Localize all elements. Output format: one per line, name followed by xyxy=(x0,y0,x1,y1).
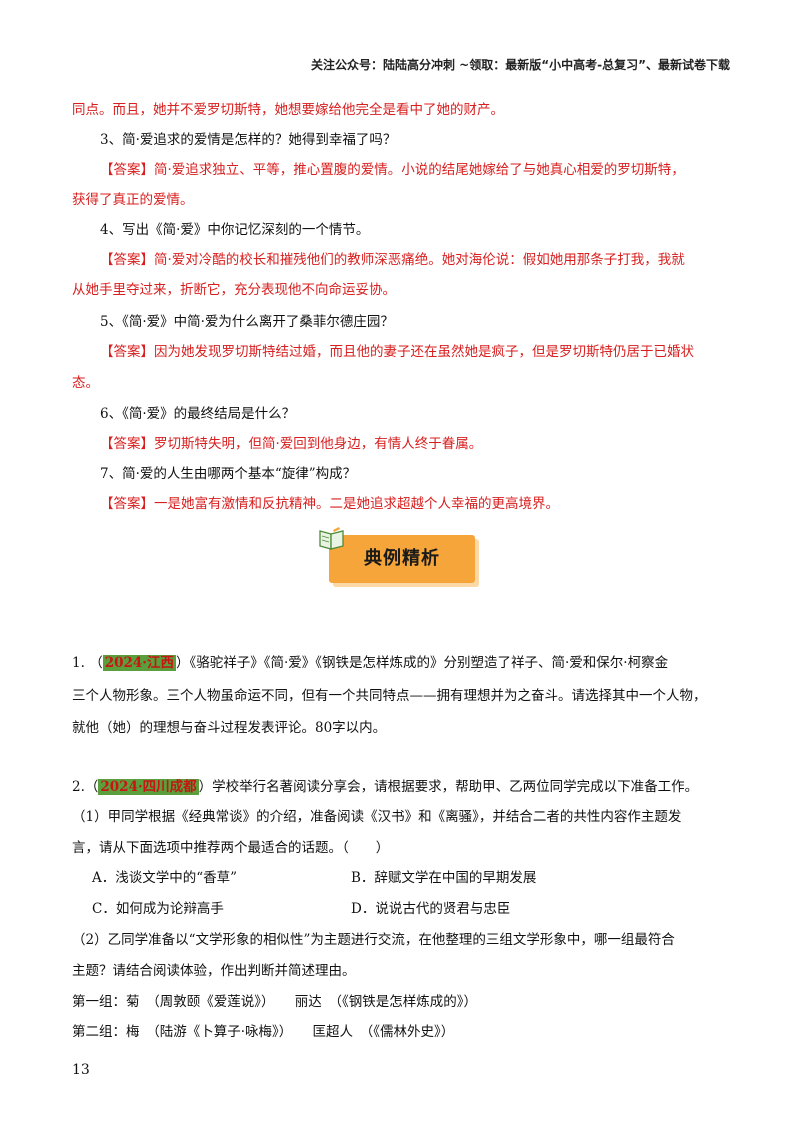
banner-title: 典例精析 xyxy=(364,548,440,569)
answer-5-line-1: 【答案】因为她发现罗切斯特结过婚，而且他的妻子还在虽然她是疯子，但是罗切斯特仍居… xyxy=(100,344,694,360)
source-tag: 2024·江西 xyxy=(102,655,176,671)
option-a: A．浅谈文学中的“香草” xyxy=(92,870,238,886)
example-2-part-1-line-2: 言，请从下面选项中推荐两个最适合的话题。（ ） xyxy=(72,840,390,856)
book-icon xyxy=(319,527,344,550)
option-d: D．说说古代的贤君与忠臣 xyxy=(351,901,511,917)
answer-6: 【答案】罗切斯特失明，但简·爱回到他身边，有情人终于眷属。 xyxy=(100,436,483,452)
question-6: 6、《简·爱》的最终结局是什么？ xyxy=(100,406,296,422)
example-2-line-1: 2.（2024·四川成都）学校举行名著阅读分享会，请根据要求，帮助甲、乙两位同学… xyxy=(72,775,698,795)
option-b: B．辞赋文学在中国的早期发展 xyxy=(351,870,537,886)
example-1-line-2: 三个人物形象。三个人物虽命运不同，但有一个共同特点——拥有理想并为之奋斗。请选择… xyxy=(72,688,707,704)
example-1-line-3: 就他（她）的理想与奋斗过程发表评论。80字以内。 xyxy=(72,720,387,736)
example-1-line-1: 1. （2024·江西）《骆驼祥子》《简·爱》《钢铁是怎样炼成的》分别塑造了祥子… xyxy=(72,651,668,671)
question-3: 3、简·爱追求的爱情是怎样的？她得到幸福了吗？ xyxy=(100,132,397,148)
option-c: C．如何成为论辩高手 xyxy=(92,901,224,917)
source-tag: 2024·四川成都 xyxy=(98,779,199,795)
answer-7: 【答案】一是她富有激情和反抗精神。二是她追求超越个人幸福的更高境界。 xyxy=(100,496,559,512)
question-5: 5、《简·爱》中简·爱为什么离开了桑菲尔德庄园？ xyxy=(100,314,394,330)
example-1-number: 1. xyxy=(72,655,85,671)
question-4: 4、写出《简·爱》中你记忆深刻的一个情节。 xyxy=(100,222,370,238)
group-2: 第二组：梅 （陆游《卜算子·咏梅》） 匡超人 （《儒林外史》） xyxy=(72,1024,455,1040)
question-7: 7、简·爱的人生由哪两个基本“旋律”构成？ xyxy=(100,466,357,482)
page-header: 关注公众号：陆陆高分冲刺 ~领取：最新版“小中高考-总复习”、最新试卷下载 xyxy=(311,58,730,72)
paren-close: ） xyxy=(198,779,213,795)
paren-close: ） xyxy=(175,655,190,671)
answer-4-line-2: 从她手里夺过来，折断它，充分表现他不向命运妥协。 xyxy=(72,282,396,298)
group-1: 第一组：菊 （周敦颐《爱莲说》） 丽达 （《钢铁是怎样炼成的》） xyxy=(72,994,477,1010)
answer-4-line-1: 【答案】简·爱对冷酷的校长和摧残他们的教师深恶痛绝。她对海伦说：假如她用那条子打… xyxy=(100,252,685,268)
answer-3-line-1: 【答案】简·爱追求独立、平等，推心置腹的爱情。小说的结尾她嫁给了与她真心相爱的罗… xyxy=(100,162,685,178)
section-banner: 典例精析 xyxy=(317,525,479,587)
answer-5-line-2: 态。 xyxy=(72,375,99,391)
example-2-part-2-line-2: 主题？请结合阅读体验，作出判断并简述理由。 xyxy=(72,963,356,979)
answer-3-line-2: 获得了真正的爱情。 xyxy=(72,192,194,208)
example-2-text: 学校举行名著阅读分享会，请根据要求，帮助甲、乙两位同学完成以下准备工作。 xyxy=(212,779,699,795)
page-number: 13 xyxy=(72,1062,90,1078)
example-2-part-2-line-1: （2）乙同学准备以“文学形象的相似性”为主题进行交流，在他整理的三组文学形象中，… xyxy=(72,932,675,948)
paren-open: （ xyxy=(89,655,103,671)
example-2-part-1-line-1: （1）甲同学根据《经典常谈》的介绍，准备阅读《汉书》和《离骚》，并结合二者的共性… xyxy=(72,809,682,825)
example-1-text: 《骆驼祥子》《简·爱》《钢铁是怎样炼成的》分别塑造了祥子、简·爱和保尔·柯察金 xyxy=(189,655,669,671)
answer-continuation: 同点。而且，她并不爱罗切斯特，她想要嫁给他完全是看中了她的财产。 xyxy=(72,102,504,118)
example-2-number: 2.（ xyxy=(72,779,99,795)
